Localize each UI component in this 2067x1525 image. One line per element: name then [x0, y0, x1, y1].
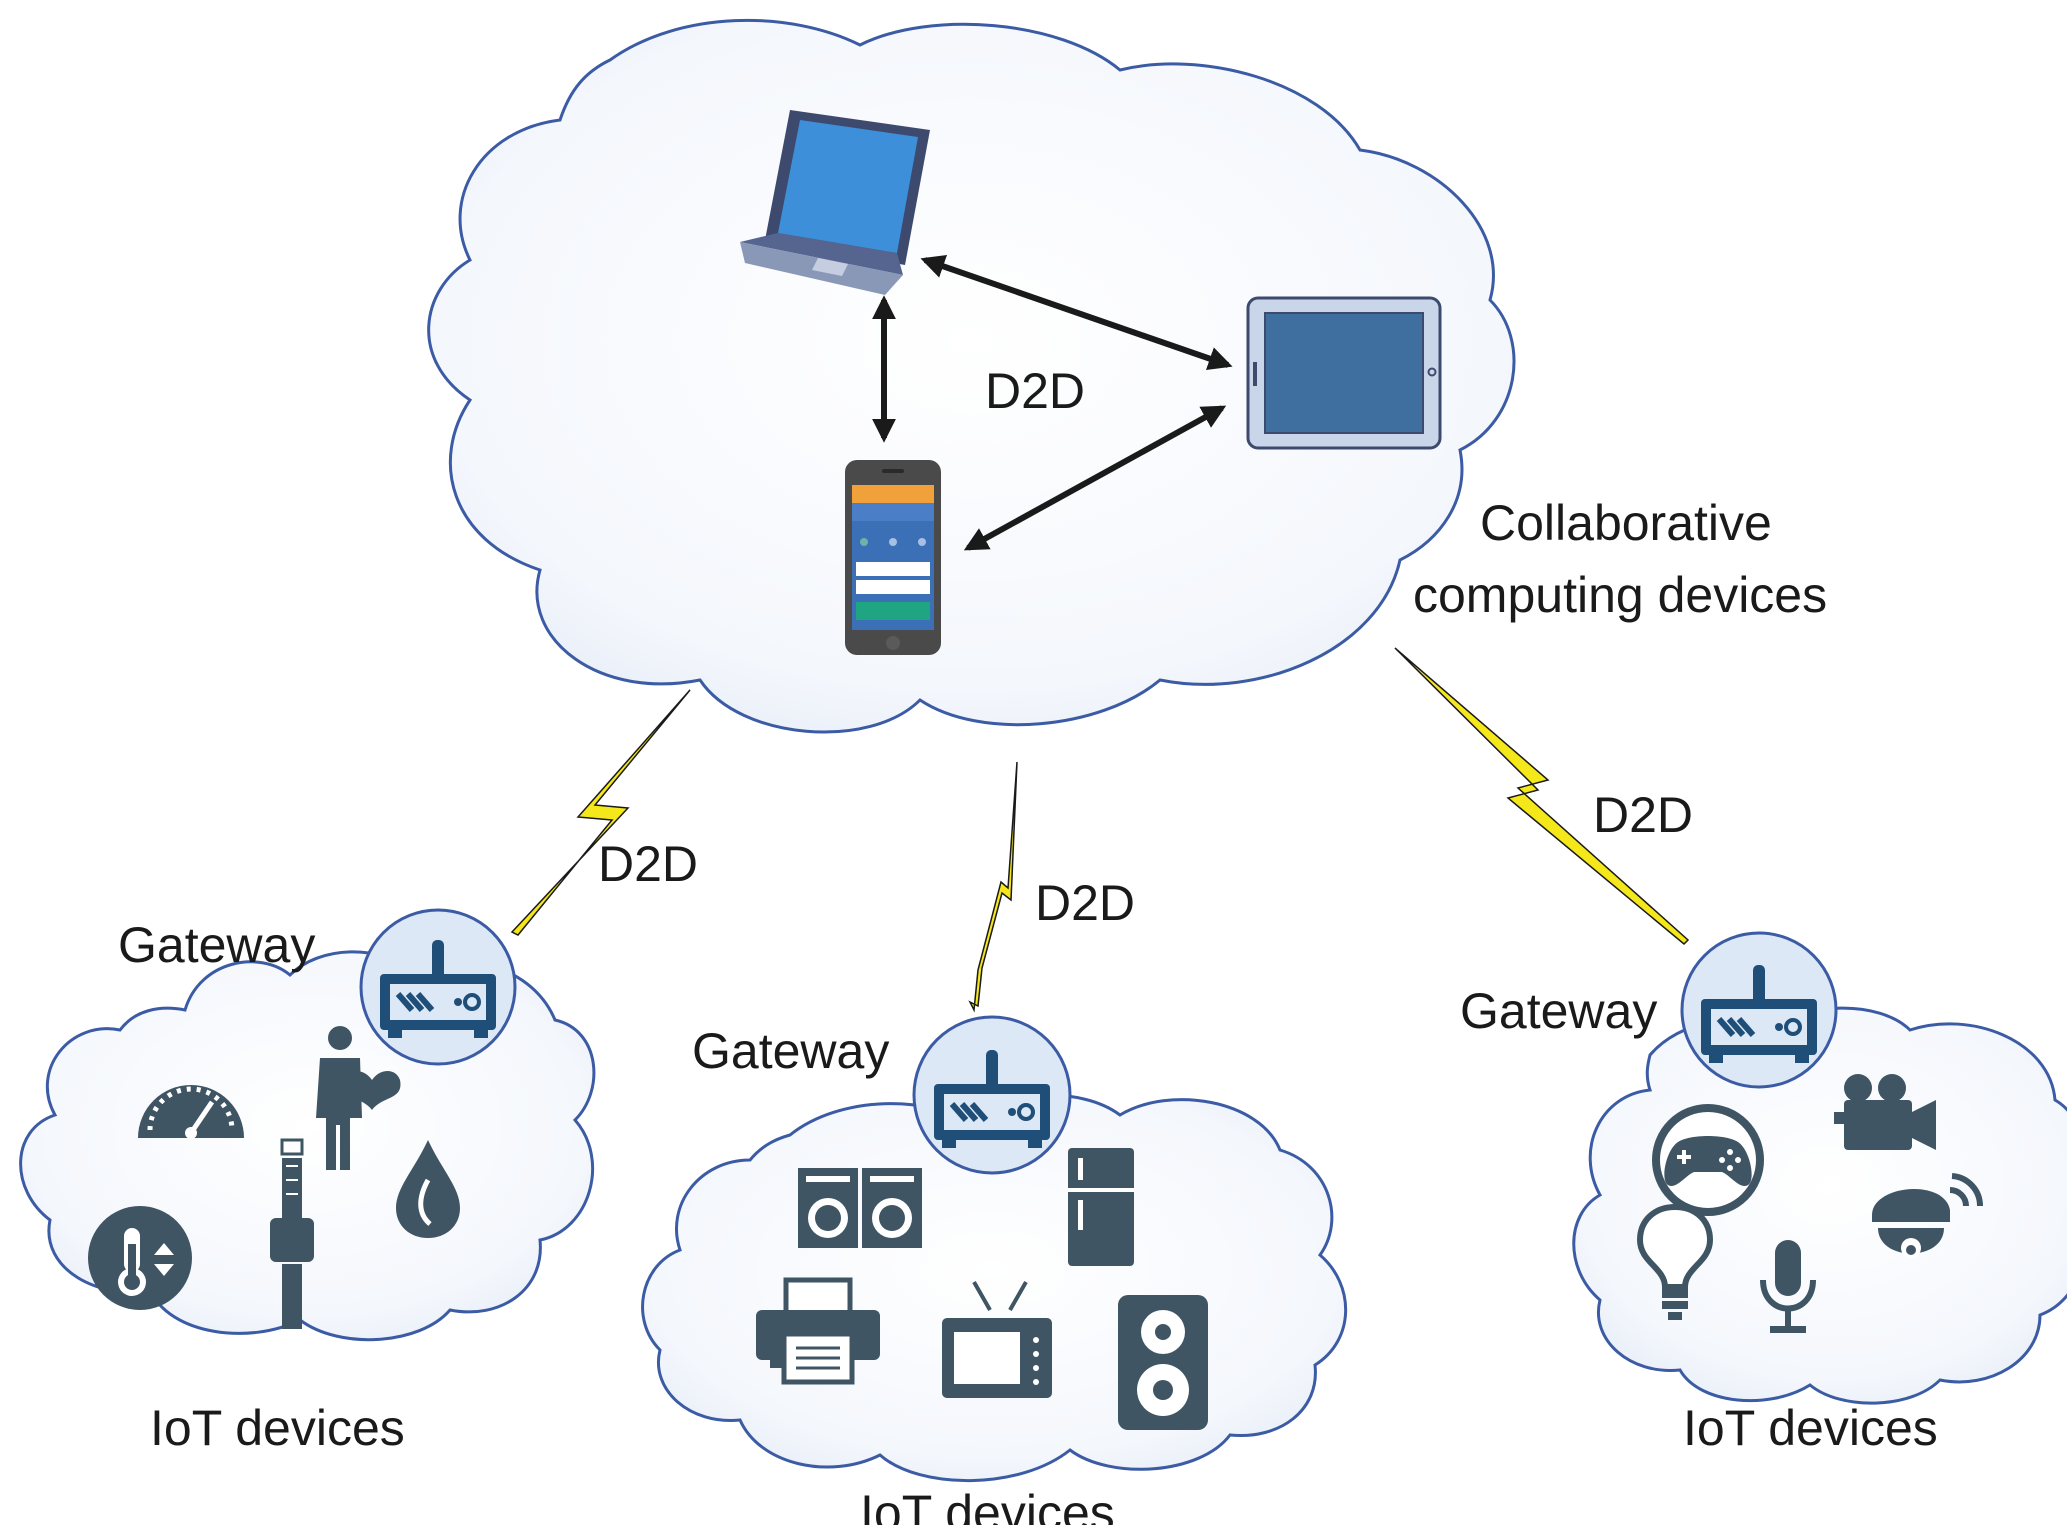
d2d-label-right: D2D	[1593, 787, 1693, 843]
printer-icon	[756, 1277, 880, 1385]
collaborative-label-line2: computing devices	[1413, 567, 1827, 623]
iot-cloud-right: Gateway IoT devices	[1460, 931, 2067, 1456]
gauge-icon	[138, 1085, 244, 1139]
d2d-arrows	[872, 254, 1233, 551]
gateway-label-center: Gateway	[692, 1023, 889, 1079]
collaborative-label-line1: Collaborative	[1480, 495, 1772, 551]
smartphone-icon	[845, 460, 941, 655]
gateway-label-left: Gateway	[118, 917, 315, 973]
gateway-right	[1680, 931, 1838, 1089]
iot-label-center: IoT devices	[860, 1485, 1115, 1525]
speaker-icon	[1118, 1295, 1208, 1430]
security-camera-icon	[1872, 1173, 1984, 1258]
lightning-bolt-right	[1394, 647, 1690, 946]
television-icon	[942, 1281, 1052, 1398]
refrigerator-icon	[1068, 1148, 1134, 1266]
iot-label-left: IoT devices	[150, 1400, 405, 1456]
lightning-bolt-center	[968, 761, 1018, 1013]
iot-label-right: IoT devices	[1683, 1400, 1938, 1456]
washing-machine-icon	[798, 1168, 922, 1248]
d2d-label-left: D2D	[598, 836, 698, 892]
gateway-center	[912, 1015, 1072, 1175]
water-drop-icon	[396, 1140, 460, 1238]
microphone-icon	[1760, 1240, 1816, 1333]
gateway-label-right: Gateway	[1460, 983, 1657, 1039]
d2d-label-top: D2D	[985, 363, 1085, 419]
smartwatch-icon	[270, 1138, 314, 1329]
wireless-links: D2D D2D D2D	[510, 647, 1693, 1013]
iot-cloud-center: Gateway IoT devices	[641, 1015, 1348, 1525]
right-cloud-shape	[1572, 1006, 2067, 1405]
d2d-label-center: D2D	[1035, 875, 1135, 931]
person-heart-icon	[316, 1026, 401, 1170]
lightning-bolt-left	[510, 689, 691, 936]
video-camera-icon	[1834, 1074, 1936, 1150]
light-bulb-icon	[1636, 1203, 1714, 1320]
phone-tablet-arrow	[963, 405, 1227, 551]
thermometer-icon	[88, 1206, 192, 1310]
laptop-tablet-arrow	[920, 254, 1233, 371]
iot-cloud-left: Gateway IoT devices	[19, 908, 596, 1456]
tablet-icon	[1246, 296, 1442, 450]
laptop-icon	[740, 110, 930, 295]
gamepad-icon	[1652, 1104, 1764, 1216]
top-cloud-shape	[427, 18, 1516, 734]
gateway-left	[359, 908, 517, 1066]
collaborative-cloud: D2D Collaborative computing devices	[427, 18, 1827, 734]
